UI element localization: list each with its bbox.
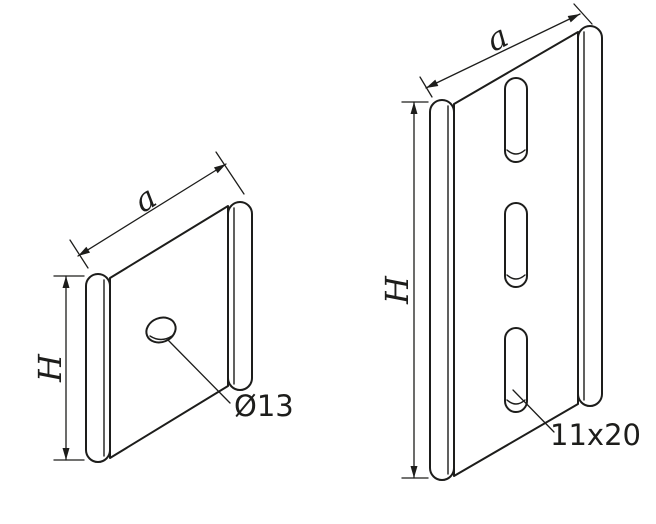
slot-1-thickness-arc [506,149,526,155]
height-dimension-label-left: H [31,353,69,383]
slot-3 [504,327,528,413]
dimension-h-left: H [31,275,85,461]
extension-line [573,3,593,25]
slot-leader-line [512,389,555,433]
right-bracket-left-flange [429,99,455,481]
left-bracket: a H Ø13 [31,151,294,463]
hole-thickness-arc [149,335,173,341]
hole-leader-line [167,339,231,404]
slot-size-label: 11x20 [550,418,641,452]
left-bracket-right-flange [227,201,253,391]
left-bracket-left-flange [85,273,111,463]
dimension-h-right: H [378,101,429,479]
extension-line [69,239,89,269]
width-dimension-label-left: a [127,178,163,220]
extension-line [215,151,245,195]
width-dimension-label-right: a [480,17,514,60]
hole-diameter-label: Ø13 [234,389,294,423]
right-bracket: a H 11x20 [378,3,641,481]
slot-1 [504,77,528,163]
slot-2-thickness-arc [506,274,526,280]
height-dimension-label-right: H [378,275,416,305]
extension-line [419,76,433,98]
slot-2 [504,202,528,288]
right-bracket-right-flange [577,25,603,407]
dimension-line [77,163,227,257]
dimension-line [425,13,581,89]
mounting-hole [145,316,177,344]
